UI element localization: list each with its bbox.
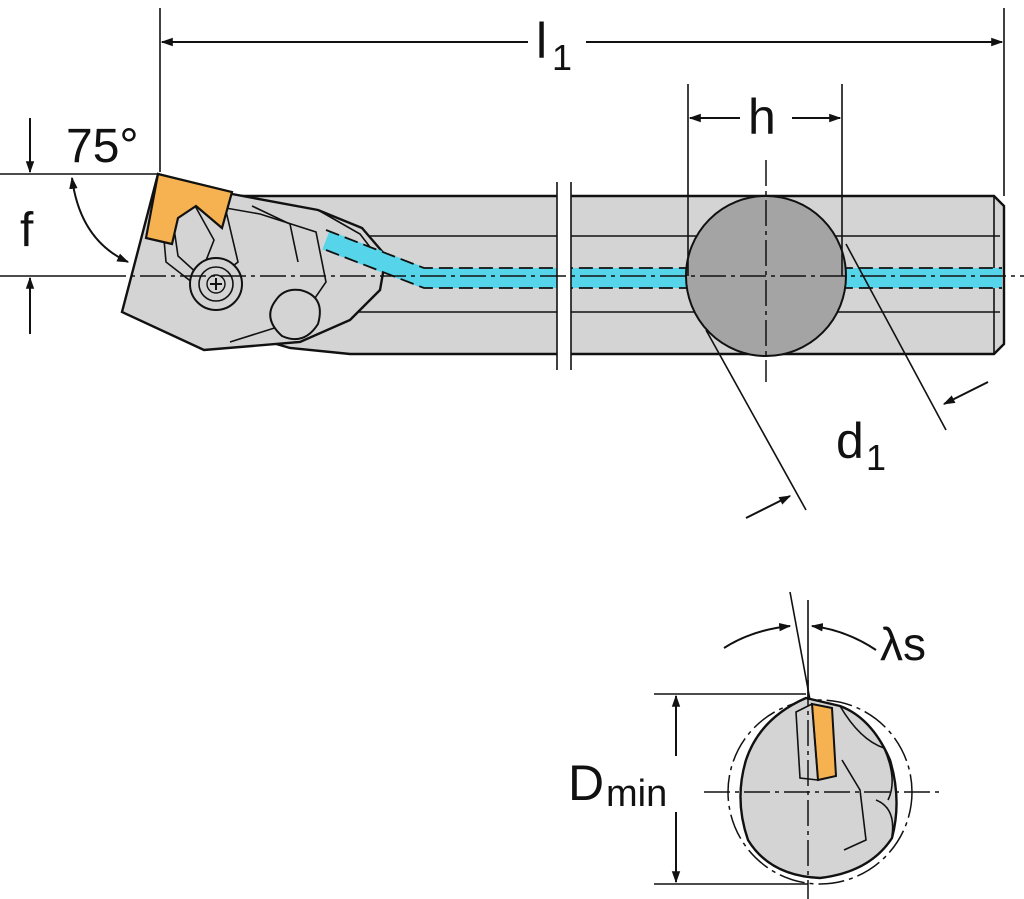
dmin-subscript: min [606,773,667,815]
l1-label: l [536,13,547,69]
lambda-s-label: λs [880,618,926,670]
break-symbol [556,180,572,370]
angle-label: 75° [66,120,139,173]
cutting-insert [144,172,234,246]
side-view: 75° f l 1 h d 1 [0,8,1024,519]
clamping-screw [189,257,243,311]
clamp [269,288,321,340]
end-view-body [739,696,898,880]
d1-subscript: 1 [866,437,886,478]
h-label: h [748,89,776,145]
d1-label: d [836,413,864,469]
dmin-label: D [568,755,604,811]
l1-subscript: 1 [552,37,572,78]
end-view: D min λs [568,591,940,899]
f-label: f [20,204,34,257]
